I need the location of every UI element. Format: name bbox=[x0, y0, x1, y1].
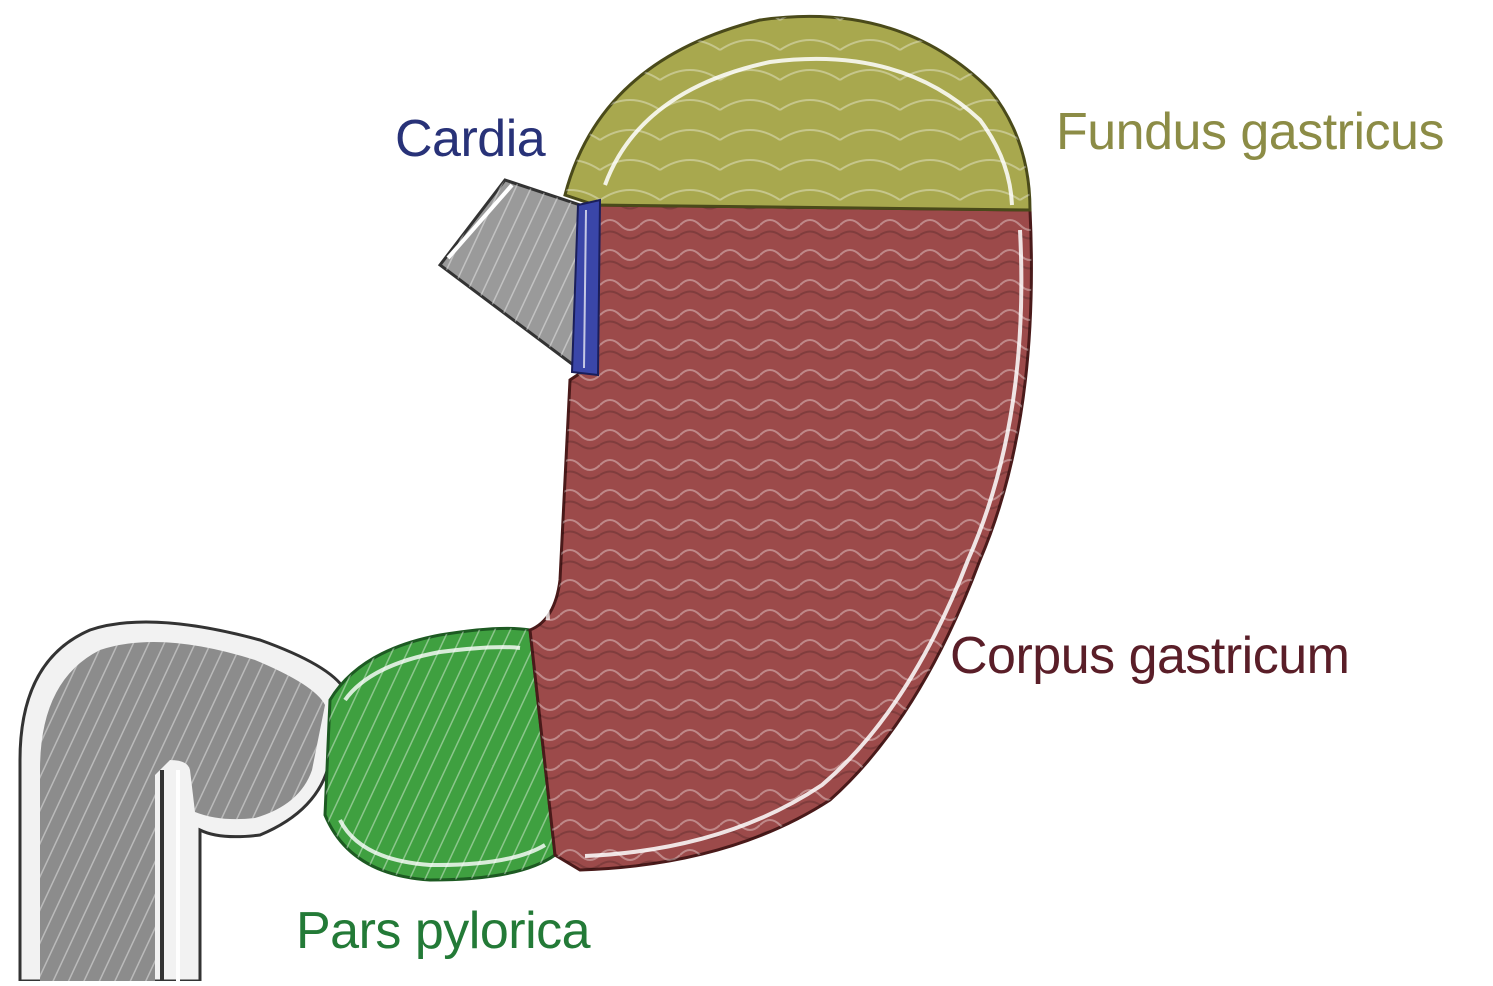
pylorus-region bbox=[325, 628, 555, 880]
fundus-region bbox=[565, 16, 1030, 210]
label-corpus-gastricum: Corpus gastricum bbox=[950, 630, 1349, 682]
esophagus bbox=[440, 180, 580, 370]
label-cardia: Cardia bbox=[395, 113, 545, 165]
label-fundus-gastricus: Fundus gastricus bbox=[1056, 106, 1444, 158]
label-pars-pylorica: Pars pylorica bbox=[296, 905, 590, 957]
corpus-region bbox=[530, 205, 1031, 870]
